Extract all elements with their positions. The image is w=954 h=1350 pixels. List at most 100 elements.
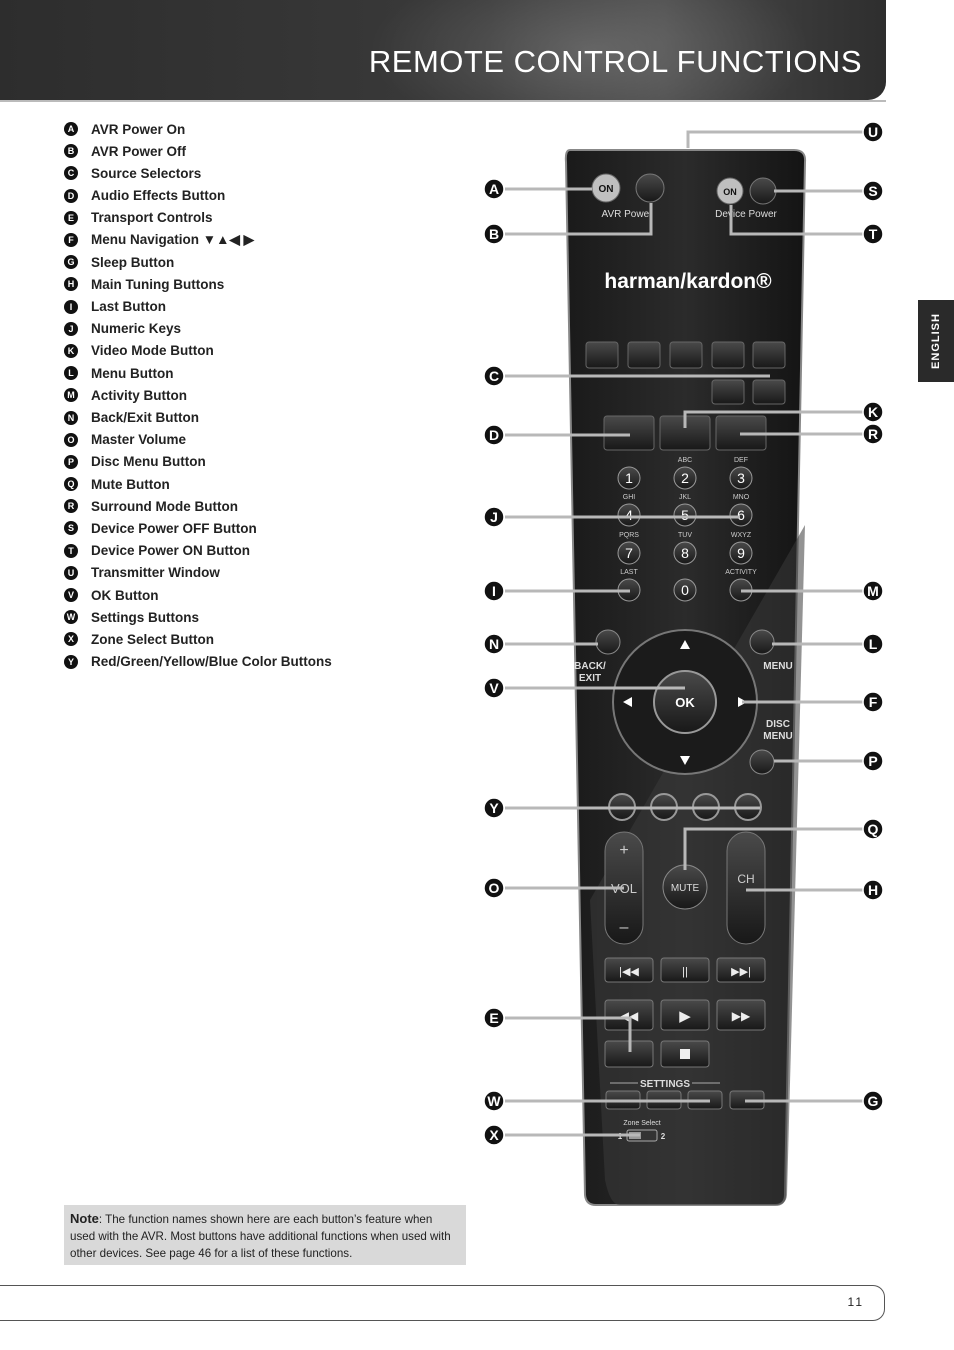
function-label: Zone Select Button xyxy=(91,631,215,647)
callout-badge xyxy=(862,580,884,602)
function-label: AVR Power Off xyxy=(91,143,187,159)
ch-label: CH xyxy=(737,872,754,886)
key-letters-label: GHI xyxy=(623,494,636,501)
function-label: OK Button xyxy=(91,587,159,603)
function-label: Last Button xyxy=(91,299,166,315)
callout-badge xyxy=(483,877,505,899)
function-letter-badge: J xyxy=(64,321,78,336)
zone-select-label: Zone Select xyxy=(623,1120,660,1127)
numeric-key-label: 0 xyxy=(681,582,689,598)
function-label: Red/Green/Yellow/Blue Color Buttons xyxy=(91,654,332,670)
function-letter-badge: M xyxy=(64,388,78,403)
function-letter-badge: N xyxy=(64,410,78,425)
avr-power-off-button xyxy=(635,173,665,203)
function-letter-badge: K xyxy=(64,343,78,358)
language-tab: ENGLISH xyxy=(918,300,954,382)
disc-label: DISC xyxy=(766,719,790,730)
callout-letter: O xyxy=(489,880,500,896)
vol-minus: – xyxy=(620,919,629,936)
header-decoration xyxy=(330,0,850,100)
numeric-key xyxy=(729,466,753,490)
page-header: REMOTE CONTROL FUNCTIONS xyxy=(0,0,886,100)
callout-badge xyxy=(862,750,884,772)
key-function-label: ACTIVITY xyxy=(725,569,757,576)
transport-controls: |◀◀ || ▶▶| ◀◀ ▶ ▶▶ xyxy=(604,957,766,1068)
function-list-item: A AVR Power On xyxy=(64,118,332,140)
disc-menu-label: MENU xyxy=(763,731,792,742)
function-label: Disc Menu Button xyxy=(91,454,206,470)
function-list-item: P Disc Menu Button xyxy=(64,451,332,473)
numeric-key xyxy=(617,503,641,527)
numeric-key xyxy=(729,503,753,527)
device-power-off-button xyxy=(749,177,777,205)
note-text: : The function names shown here are each… xyxy=(70,1213,451,1260)
function-label: Master Volume xyxy=(91,432,187,448)
numeric-key-label: 9 xyxy=(737,545,745,561)
function-label: Device Power ON Button xyxy=(91,543,251,559)
callout-letter: G xyxy=(868,1093,879,1109)
key-letters-label: ABC xyxy=(678,457,692,464)
callout-letter: I xyxy=(492,583,496,599)
function-label: Mute Button xyxy=(91,476,170,492)
numeric-key xyxy=(617,541,641,565)
key-letters-label: MNO xyxy=(733,494,750,501)
function-letter-badge: L xyxy=(64,366,78,381)
key-letters-label: WXYZ xyxy=(731,532,752,539)
function-letter-badge: D xyxy=(64,188,78,203)
callout-badge xyxy=(483,223,505,245)
function-label: Audio Effects Button xyxy=(91,188,226,204)
callout-badge xyxy=(483,580,505,602)
function-label: Numeric Keys xyxy=(91,321,182,337)
function-list-item: D Audio Effects Button xyxy=(64,185,332,207)
callout-letter: T xyxy=(869,226,878,242)
device-on-label: ON xyxy=(723,187,737,197)
callout-badge xyxy=(483,1124,505,1146)
callout-badge xyxy=(862,423,884,445)
device-power-label: Device Power xyxy=(715,209,777,220)
callout-letter: S xyxy=(868,183,877,199)
numeric-key xyxy=(673,541,697,565)
numeric-key-label: 5 xyxy=(681,507,689,523)
key-function-label: LAST xyxy=(620,569,638,576)
callout-letter: H xyxy=(868,882,878,898)
function-letter-badge: X xyxy=(64,632,78,647)
menu-label: MENU xyxy=(763,661,792,672)
function-label: AVR Power On xyxy=(91,121,186,137)
callout-letter: A xyxy=(489,181,499,197)
nav-down-arrow xyxy=(680,756,690,765)
key-letters-label: PQRS xyxy=(619,532,639,539)
nav-left-arrow xyxy=(623,697,632,707)
function-letter-badge: B xyxy=(64,144,78,159)
callout-badge xyxy=(862,1090,884,1112)
function-letter-badge: A xyxy=(64,122,78,137)
callout-badge xyxy=(862,121,884,143)
callout-badge xyxy=(483,506,505,528)
function-letter-badge: P xyxy=(64,454,78,469)
nav-up-arrow xyxy=(680,640,690,649)
function-list-item: J Numeric Keys xyxy=(64,318,332,340)
function-label: Video Mode Button xyxy=(91,343,214,359)
function-label: Activity Button xyxy=(91,387,187,403)
callout-letter: B xyxy=(489,226,499,242)
function-label: Main Tuning Buttons xyxy=(91,276,225,292)
callout-letter: U xyxy=(868,124,878,140)
function-letter-badge: C xyxy=(64,166,78,181)
page-title: REMOTE CONTROL FUNCTIONS xyxy=(368,44,862,79)
numeric-key xyxy=(673,578,697,602)
callout-letter: C xyxy=(489,368,499,384)
function-list-item: M Activity Button xyxy=(64,384,332,406)
mute-label: MUTE xyxy=(671,883,700,894)
note-box: Note: The function names shown here are … xyxy=(64,1205,466,1265)
callout-letter: V xyxy=(489,680,499,696)
numeric-key xyxy=(729,541,753,565)
